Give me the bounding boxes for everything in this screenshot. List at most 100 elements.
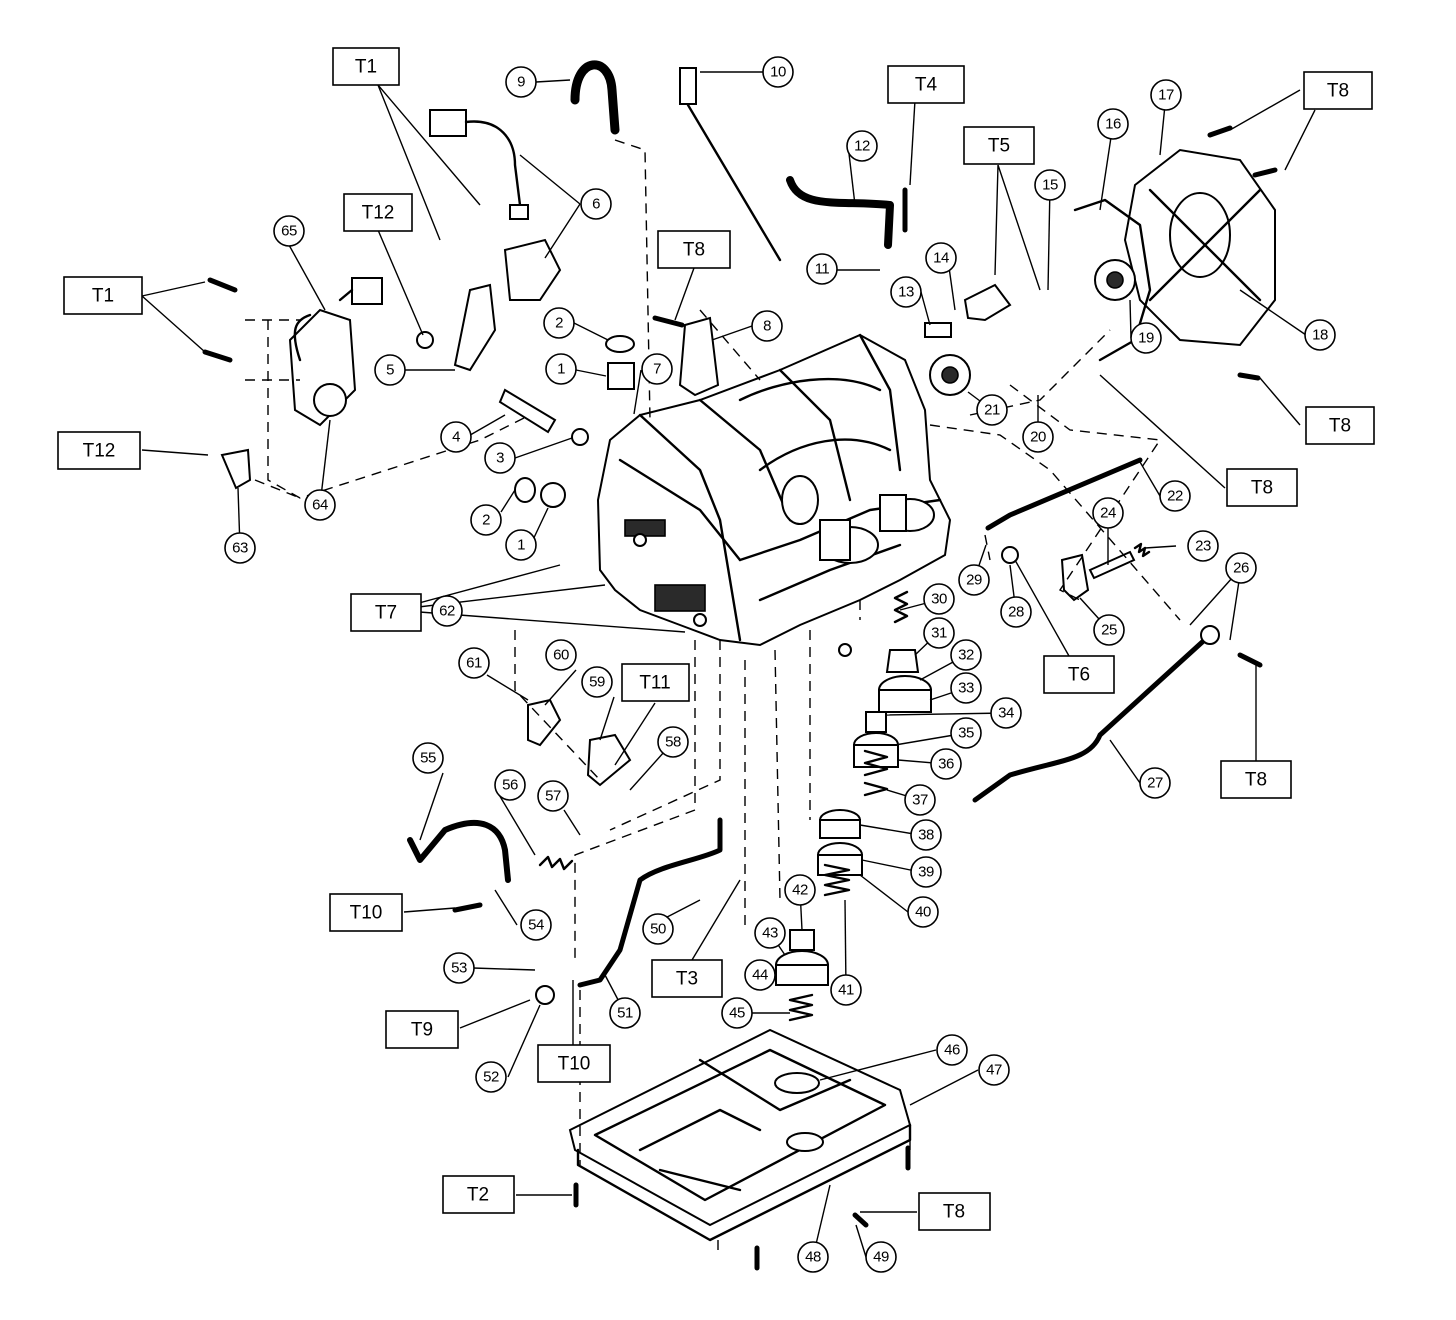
washer: [571, 428, 589, 446]
svg-text:52: 52: [483, 1069, 499, 1086]
callout-5: 5: [374, 354, 406, 386]
svg-text:49: 49: [873, 1249, 889, 1266]
svg-text:24: 24: [1100, 505, 1116, 522]
lever-25: [1060, 553, 1090, 602]
gasket: [1073, 198, 1152, 362]
svg-text:22: 22: [1167, 488, 1183, 505]
svg-text:61: 61: [466, 655, 482, 672]
callout-62: 62: [431, 595, 463, 627]
torque-label-t11: T11: [621, 663, 690, 702]
callout-23: 23: [1187, 530, 1219, 562]
oil-seal-lower: [540, 482, 566, 508]
torque-label-t1-top: T1: [332, 47, 400, 86]
inhibitor-switch: [288, 277, 383, 427]
svg-text:63: 63: [232, 540, 248, 557]
svg-text:9: 9: [517, 74, 525, 91]
torque-label-t12-left: T12: [57, 431, 141, 470]
svg-text:T9: T9: [411, 1020, 433, 1041]
callout-47: 47: [978, 1054, 1010, 1086]
svg-text:4: 4: [452, 429, 460, 446]
callout-33: 33: [950, 672, 982, 704]
svg-text:33: 33: [958, 680, 974, 697]
svg-text:1: 1: [557, 361, 565, 378]
callout-8: 8: [751, 310, 783, 342]
callout-65: 65: [273, 215, 305, 247]
svg-text:42: 42: [792, 882, 808, 899]
callout-40: 40: [907, 896, 939, 928]
svg-text:51: 51: [617, 1005, 633, 1022]
callout-13: 13: [890, 276, 922, 308]
callout-44: 44: [744, 959, 776, 991]
callout-3: 3: [484, 442, 516, 474]
pipe-55: [407, 819, 511, 883]
svg-text:T7: T7: [375, 603, 397, 624]
torque-label-t8-right: T8: [1305, 406, 1375, 445]
svg-text:T1: T1: [355, 57, 377, 78]
callout-6: 6: [580, 188, 612, 220]
callout-30: 30: [923, 583, 955, 615]
manual-lever: [453, 283, 497, 372]
dipstick: [679, 67, 782, 262]
svg-text:26: 26: [1233, 560, 1249, 577]
assembly-dashed-lines: [245, 139, 1181, 1255]
callout-2b: 2: [470, 504, 502, 536]
svg-text:50: 50: [650, 921, 666, 938]
callout-38: 38: [910, 819, 942, 851]
callout-58: 58: [657, 726, 689, 758]
svg-text:39: 39: [918, 864, 934, 881]
svg-text:55: 55: [420, 750, 436, 767]
callout-57: 57: [537, 780, 569, 812]
callout-20: 20: [1022, 421, 1054, 453]
callout-43: 43: [754, 917, 786, 949]
svg-text:44: 44: [752, 967, 768, 984]
svg-text:14: 14: [933, 250, 949, 267]
callout-64: 64: [304, 489, 336, 521]
svg-text:T8: T8: [1327, 81, 1349, 102]
torque-label-t5: T5: [963, 126, 1035, 165]
callout-14: 14: [925, 242, 957, 274]
callout-45: 45: [721, 997, 753, 1029]
spring-56: [538, 855, 574, 871]
callout-25: 25: [1093, 614, 1125, 646]
svg-text:T8: T8: [1329, 416, 1351, 437]
callout-22: 22: [1159, 480, 1191, 512]
callout-17: 17: [1150, 79, 1182, 111]
callout-56: 56: [494, 769, 526, 801]
svg-text:T11: T11: [639, 673, 670, 694]
callout-54: 54: [520, 909, 552, 941]
callout-41: 41: [830, 974, 862, 1006]
svg-text:31: 31: [931, 625, 947, 642]
callout-37: 37: [904, 784, 936, 816]
svg-text:T3: T3: [676, 969, 698, 990]
svg-text:2: 2: [555, 315, 563, 332]
svg-text:16: 16: [1105, 116, 1121, 133]
callout-18: 18: [1304, 319, 1336, 351]
svg-text:34: 34: [998, 705, 1014, 722]
svg-text:5: 5: [386, 362, 394, 379]
callout-9: 9: [505, 66, 537, 98]
harness-connector: [429, 109, 562, 301]
callout-12: 12: [846, 130, 878, 162]
callout-4: 4: [440, 421, 472, 453]
svg-text:46: 46: [944, 1042, 960, 1059]
pipe-22: [985, 457, 1143, 531]
callout-1a: 1: [545, 353, 577, 385]
svg-text:47: 47: [986, 1062, 1002, 1079]
rear-cover: [1094, 148, 1276, 347]
callout-50: 50: [642, 913, 674, 945]
torque-label-t8-top-right: T8: [1303, 71, 1373, 110]
callout-19: 19: [1130, 322, 1162, 354]
svg-text:T10: T10: [350, 903, 383, 924]
callout-28: 28: [1000, 596, 1032, 628]
svg-text:36: 36: [938, 756, 954, 773]
svg-text:41: 41: [838, 982, 854, 999]
callout-32: 32: [950, 639, 982, 671]
svg-text:43: 43: [762, 925, 778, 942]
svg-text:35: 35: [958, 725, 974, 742]
svg-text:T1: T1: [92, 286, 114, 307]
callout-61: 61: [458, 647, 490, 679]
svg-text:30: 30: [931, 591, 947, 608]
svg-text:T8: T8: [683, 240, 705, 261]
bracket-60: [527, 698, 562, 747]
